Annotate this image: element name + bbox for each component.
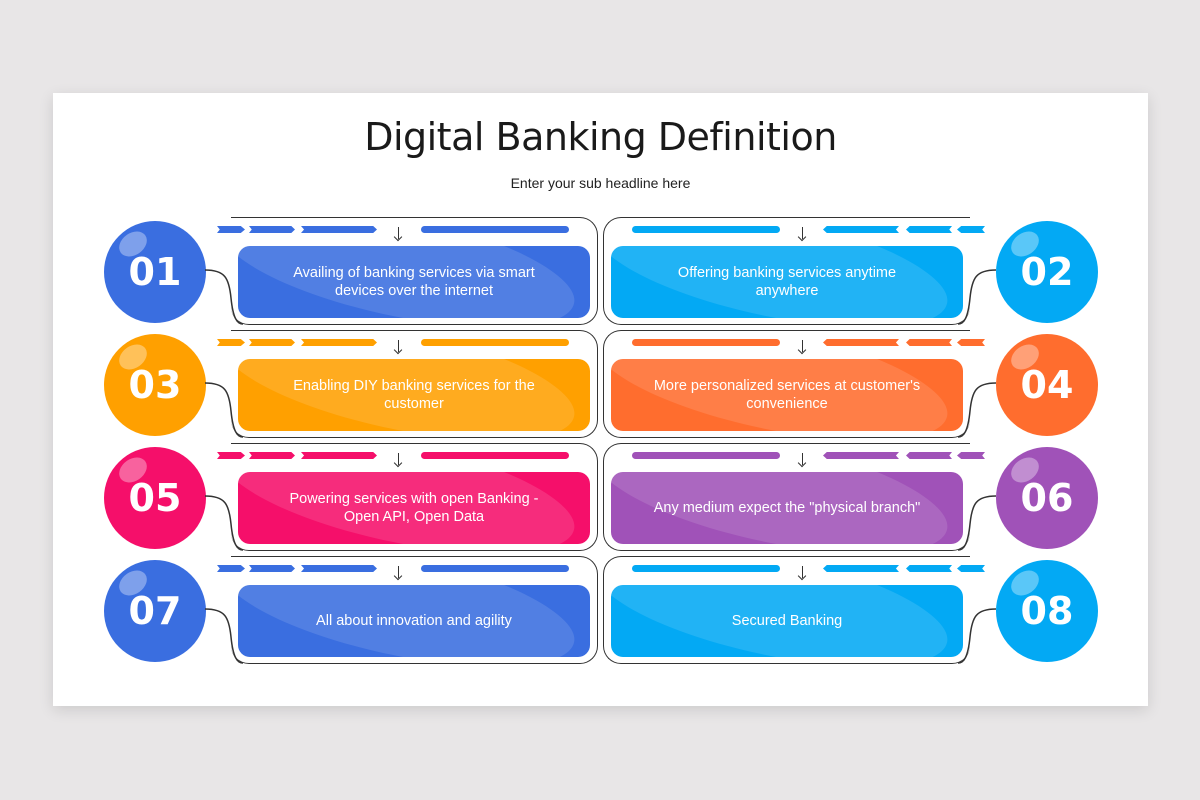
chevron-dash: [906, 565, 952, 572]
bar-dash: [632, 339, 780, 346]
item-box: Availing of banking services via smart d…: [238, 246, 590, 318]
bar-dash: [421, 339, 569, 346]
chevron-dash: [249, 565, 295, 572]
number-badge: 05: [104, 447, 206, 549]
bar-dash: [421, 226, 569, 233]
item-box: All about innovation and agility: [238, 585, 590, 657]
number-badge: 01: [104, 221, 206, 323]
connector-frame: [603, 330, 970, 438]
arrow-down-icon: [802, 227, 803, 239]
arrow-down-icon: [802, 566, 803, 578]
chevron-dash: [957, 339, 985, 346]
connector-line: [957, 608, 997, 664]
bar-dash: [632, 565, 780, 572]
number-badge: 04: [996, 334, 1098, 436]
chevron-dash: [906, 452, 952, 459]
number-badge: 08: [996, 560, 1098, 662]
arrow-down-icon: [802, 340, 803, 352]
arrow-down-icon: [802, 453, 803, 465]
item-box: Secured Banking: [611, 585, 963, 657]
chevron-dash: [957, 452, 985, 459]
connector-frame: [603, 556, 970, 664]
connector-line: [204, 608, 244, 664]
chevron-dash: [957, 565, 985, 572]
item-box: Any medium expect the "physical branch": [611, 472, 963, 544]
item-box: More personalized services at customer's…: [611, 359, 963, 431]
connector-line: [957, 269, 997, 325]
arrow-down-icon: [398, 566, 399, 578]
connector-line: [957, 495, 997, 551]
chevron-dash: [823, 452, 899, 459]
number-badge: 06: [996, 447, 1098, 549]
chevron-dash: [249, 226, 295, 233]
item-box: Powering services with open Banking - Op…: [238, 472, 590, 544]
chevron-dash: [217, 339, 245, 346]
arrow-down-icon: [398, 453, 399, 465]
item-box: Offering banking services anytime anywhe…: [611, 246, 963, 318]
connector-line: [204, 269, 244, 325]
chevron-dash: [823, 226, 899, 233]
bar-dash: [632, 452, 780, 459]
bar-dash: [632, 226, 780, 233]
bar-dash: [421, 565, 569, 572]
chevron-dash: [823, 339, 899, 346]
connector-line: [204, 382, 244, 438]
chevron-dash: [217, 452, 245, 459]
chevron-dash: [217, 565, 245, 572]
number-badge: 03: [104, 334, 206, 436]
arrow-down-icon: [398, 227, 399, 239]
slide-subtitle: Enter your sub headline here: [510, 175, 691, 191]
connector-frame: [231, 556, 598, 664]
connector-frame: [603, 443, 970, 551]
connector-frame: [231, 443, 598, 551]
chevron-dash: [906, 339, 952, 346]
item-box: Enabling DIY banking services for the cu…: [238, 359, 590, 431]
connector-line: [957, 382, 997, 438]
connector-frame: [603, 217, 970, 325]
chevron-dash: [301, 226, 377, 233]
chevron-dash: [301, 339, 377, 346]
arrow-down-icon: [398, 340, 399, 352]
number-badge: 07: [104, 560, 206, 662]
connector-line: [204, 495, 244, 551]
number-badge: 02: [996, 221, 1098, 323]
slide-title: Digital Banking Definition: [364, 115, 837, 159]
connector-frame: [231, 217, 598, 325]
chevron-dash: [249, 452, 295, 459]
chevron-dash: [249, 339, 295, 346]
chevron-dash: [301, 452, 377, 459]
slide: Digital Banking Definition Enter your su…: [53, 93, 1148, 706]
chevron-dash: [957, 226, 985, 233]
chevron-dash: [217, 226, 245, 233]
chevron-dash: [823, 565, 899, 572]
chevron-dash: [906, 226, 952, 233]
connector-frame: [231, 330, 598, 438]
bar-dash: [421, 452, 569, 459]
chevron-dash: [301, 565, 377, 572]
